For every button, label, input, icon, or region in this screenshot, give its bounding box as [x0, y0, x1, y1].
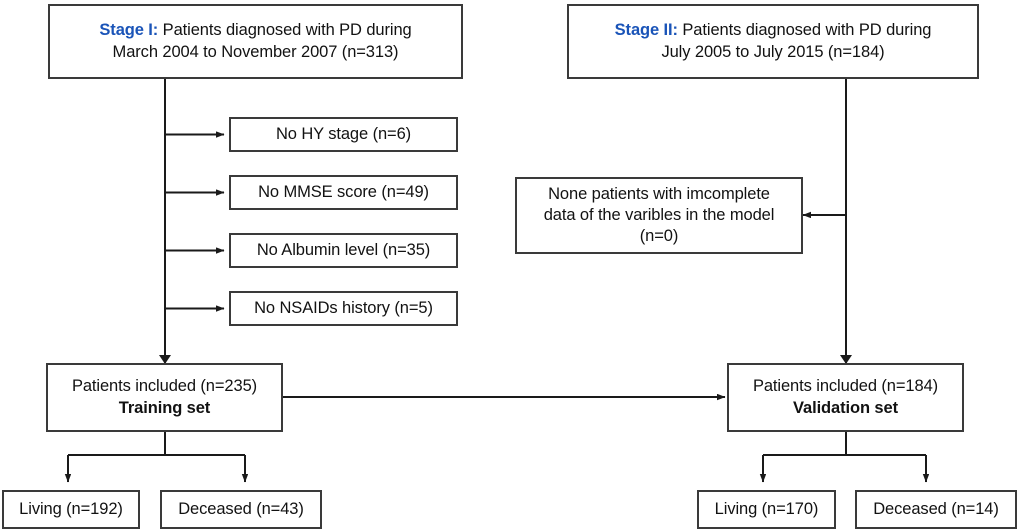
stage2-line1: Stage II: Patients diagnosed with PD dur…: [615, 20, 932, 41]
training-outcome-deceased-label: Deceased (n=43): [178, 499, 304, 518]
validation-exclusion-box[interactable]: None patients with imcomplete data of th…: [515, 177, 803, 254]
training-outcome-living-box[interactable]: Living (n=192): [2, 490, 140, 529]
exclusion-box-mmse-score[interactable]: No MMSE score (n=49): [229, 175, 458, 210]
stage2-box[interactable]: Stage II: Patients diagnosed with PD dur…: [567, 4, 979, 79]
validation-outcome-deceased-label: Deceased (n=14): [873, 499, 999, 518]
validation-exclusion-line3: (n=0): [639, 227, 679, 246]
validation-outcome-deceased-box[interactable]: Deceased (n=14): [855, 490, 1017, 529]
training-outcome-living-label: Living (n=192): [19, 499, 123, 518]
exclusion-box-nsaids-history[interactable]: No NSAIDs history (n=5): [229, 291, 458, 326]
validation-set-box[interactable]: Patients included (n=184) Validation set: [727, 363, 964, 432]
stage1-label: Stage I:: [99, 21, 159, 40]
training-outcome-deceased-box[interactable]: Deceased (n=43): [160, 490, 322, 529]
exclusion-box-hy-stage[interactable]: No HY stage (n=6): [229, 117, 458, 152]
exclusion-label-2: No MMSE score (n=49): [258, 182, 429, 201]
training-set-count: Patients included (n=235): [71, 377, 258, 396]
training-set-label: Training set: [118, 398, 211, 417]
validation-exclusion-line1: None patients with imcomplete: [548, 184, 770, 203]
exclusion-label-3: No Albumin level (n=35): [256, 240, 431, 259]
validation-outcome-living-label: Living (n=170): [714, 499, 819, 518]
stage2-label: Stage II:: [614, 21, 678, 40]
stage1-box[interactable]: Stage I: Patients diagnosed with PD duri…: [48, 4, 463, 79]
stage2-line2: July 2005 to July 2015 (n=184): [661, 42, 885, 61]
stage1-line1-rest: Patients diagnosed with PD during: [158, 21, 412, 40]
exclusion-label-4: No NSAIDs history (n=5): [254, 298, 433, 317]
stage1-line2: March 2004 to November 2007 (n=313): [112, 42, 399, 61]
validation-set-label: Validation set: [793, 398, 898, 417]
training-set-box[interactable]: Patients included (n=235) Training set: [46, 363, 283, 432]
stage2-line1-rest: Patients diagnosed with PD during: [677, 21, 932, 40]
exclusion-box-albumin-level[interactable]: No Albumin level (n=35): [229, 233, 458, 268]
stage1-line1: Stage I: Patients diagnosed with PD duri…: [99, 20, 411, 41]
validation-exclusion-line2: data of the varibles in the model: [543, 205, 775, 224]
exclusion-label-1: No HY stage (n=6): [275, 124, 412, 143]
validation-set-count: Patients included (n=184): [752, 377, 939, 396]
validation-outcome-living-box[interactable]: Living (n=170): [697, 490, 836, 529]
